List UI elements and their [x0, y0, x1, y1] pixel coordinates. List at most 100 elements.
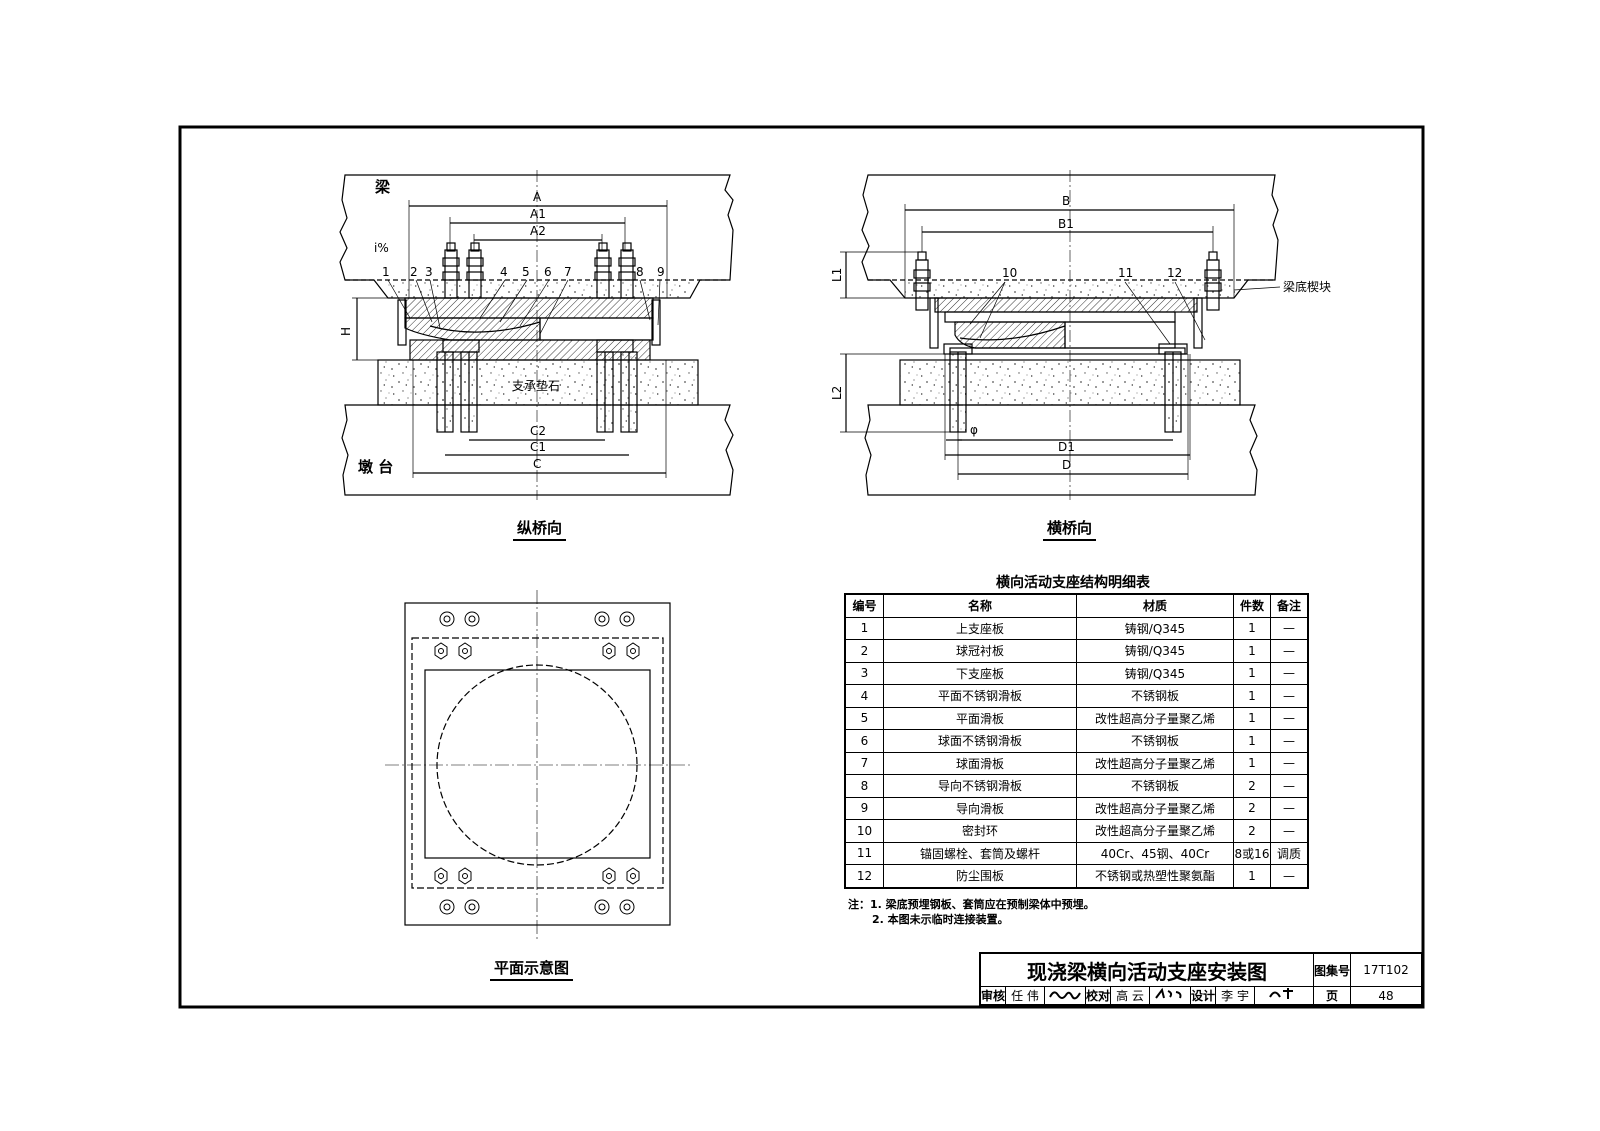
cell-remark: —	[1270, 751, 1309, 775]
cell-name: 防尘围板	[883, 864, 1077, 888]
drawing-frame	[178, 125, 1425, 1009]
cell-remark: —	[1270, 684, 1309, 708]
dim-a1: A1	[530, 207, 546, 221]
designer-signature	[1254, 986, 1315, 1006]
checker-signature	[1149, 986, 1192, 1006]
cell-name: 导向不锈钢滑板	[883, 774, 1077, 798]
review-label: 审核	[979, 986, 1007, 1006]
cell-no: 1	[844, 616, 884, 640]
transverse-caption: 横桥向	[1043, 517, 1097, 541]
part-number-7: 7	[564, 265, 572, 279]
cell-qty: 2	[1233, 774, 1271, 798]
longitudinal-caption: 纵桥向	[513, 517, 567, 541]
col-material: 材质	[1076, 593, 1234, 618]
cell-remark: —	[1270, 796, 1309, 820]
cell-remark: —	[1270, 661, 1309, 685]
transverse-labels: B B1 L1 L2 D1 D φ 梁底楔块 10 11 12	[830, 194, 1331, 472]
part-number-3: 3	[425, 265, 433, 279]
cell-remark: —	[1270, 819, 1309, 843]
cell-material: 不锈钢板	[1076, 684, 1234, 708]
cell-name: 平面滑板	[883, 706, 1077, 730]
cell-remark: 调质	[1270, 841, 1309, 865]
dim-d1: D1	[1058, 440, 1075, 454]
cell-remark: —	[1270, 864, 1309, 888]
cell-qty: 1	[1233, 684, 1271, 708]
plan-caption: 平面示意图	[490, 957, 574, 981]
cell-no: 2	[844, 639, 884, 663]
slope-label: i%	[374, 241, 389, 255]
height-dim-label: H	[339, 327, 353, 336]
cell-material: 改性超高分子量聚乙烯	[1076, 819, 1234, 843]
cell-qty: 1	[1233, 661, 1271, 685]
cell-no: 10	[844, 819, 884, 843]
cell-material: 40Cr、45钢、40Cr	[1076, 841, 1234, 865]
cell-no: 9	[844, 796, 884, 820]
dim-d: D	[1062, 458, 1071, 472]
cell-no: 4	[844, 684, 884, 708]
cell-name: 平面不锈钢滑板	[883, 684, 1077, 708]
cell-material: 不锈钢板	[1076, 729, 1234, 753]
cell-no: 3	[844, 661, 884, 685]
part-number-1: 1	[382, 265, 390, 279]
cell-remark: —	[1270, 616, 1309, 640]
reviewer-name: 任 伟	[1005, 986, 1046, 1006]
part-number-5: 5	[522, 265, 530, 279]
dim-a: A	[533, 190, 542, 204]
cell-qty: 1	[1233, 729, 1271, 753]
wedge-label: 梁底楔块	[1283, 279, 1331, 294]
cell-no: 11	[844, 841, 884, 865]
page-label: 页	[1313, 986, 1352, 1006]
dim-b1: B1	[1058, 217, 1074, 231]
cell-qty: 1	[1233, 706, 1271, 730]
cell-no: 12	[844, 864, 884, 888]
checker-name: 高 云	[1110, 986, 1151, 1006]
pier-label: 墩 台	[358, 458, 393, 476]
cell-remark: —	[1270, 639, 1309, 663]
col-qty: 件数	[1233, 593, 1271, 618]
note-2: 2. 本图未示临时连接装置。	[872, 913, 1009, 926]
col-remark: 备注	[1270, 593, 1309, 618]
cell-remark: —	[1270, 774, 1309, 798]
reviewer-signature	[1044, 986, 1087, 1006]
col-name: 名称	[883, 593, 1077, 618]
dim-l2: L2	[830, 386, 844, 400]
phi-label: φ	[970, 423, 978, 437]
cell-qty: 1	[1233, 864, 1271, 888]
cell-no: 5	[844, 706, 884, 730]
part-number-8: 8	[636, 265, 644, 279]
cell-remark: —	[1270, 729, 1309, 753]
atlas-number: 17T102	[1350, 952, 1423, 987]
col-no: 编号	[844, 593, 884, 618]
cell-name: 球面滑板	[883, 751, 1077, 775]
cell-material: 改性超高分子量聚乙烯	[1076, 751, 1234, 775]
table-header-row: 编号 名称 材质 件数 备注	[844, 593, 1309, 618]
part-number-4: 4	[500, 265, 508, 279]
dim-a2: A2	[530, 224, 546, 238]
cell-name: 锚固螺栓、套筒及螺杆	[883, 841, 1077, 865]
dim-c2: C2	[530, 424, 546, 438]
dim-c: C	[533, 457, 541, 471]
page-number: 48	[1350, 986, 1423, 1006]
cell-name: 导向滑板	[883, 796, 1077, 820]
cell-material: 改性超高分子量聚乙烯	[1076, 796, 1234, 820]
dim-l1: L1	[830, 268, 844, 282]
cell-qty: 8或16	[1233, 841, 1271, 865]
dim-b: B	[1062, 194, 1070, 208]
plan-view	[385, 590, 690, 940]
cell-name: 上支座板	[883, 616, 1077, 640]
cell-qty: 1	[1233, 616, 1271, 640]
cell-qty: 1	[1233, 639, 1271, 663]
atlas-label: 图集号	[1313, 952, 1352, 987]
transverse-view	[840, 170, 1281, 500]
designer-name: 李 宇	[1215, 986, 1256, 1006]
design-label: 设计	[1190, 986, 1217, 1006]
part-number-6: 6	[544, 265, 552, 279]
